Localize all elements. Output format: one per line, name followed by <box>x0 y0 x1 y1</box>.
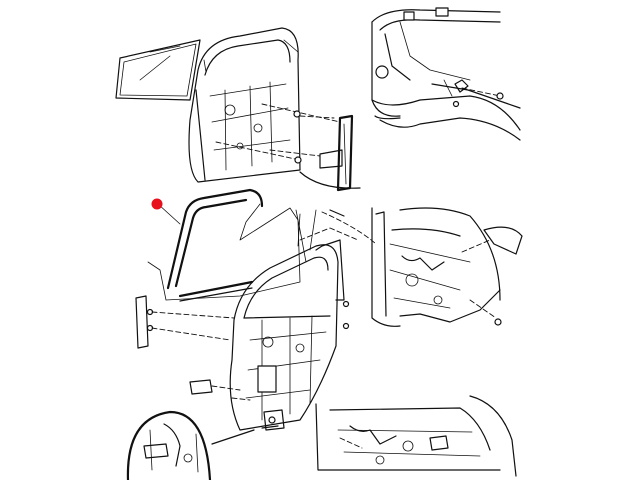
front-window-regulator <box>215 103 361 192</box>
front-door-glass <box>115 39 201 101</box>
rear-window-regulator <box>189 379 285 431</box>
rear-body-side-view <box>321 207 523 327</box>
rear-door-shell <box>229 209 359 431</box>
rear-quarter-body-view <box>371 7 521 141</box>
lower-door-detail <box>315 395 517 477</box>
window-glass-run-channel <box>166 188 264 290</box>
front-door-shell <box>188 27 301 183</box>
rear-door-trim-moulding <box>178 280 254 302</box>
callout <box>151 198 181 225</box>
hinge-bracket <box>135 295 235 349</box>
callout-leader-line <box>157 203 181 225</box>
callout-red-dot <box>151 198 163 210</box>
circular-magnified-detail <box>126 410 255 480</box>
rear-door-glass <box>147 203 307 301</box>
